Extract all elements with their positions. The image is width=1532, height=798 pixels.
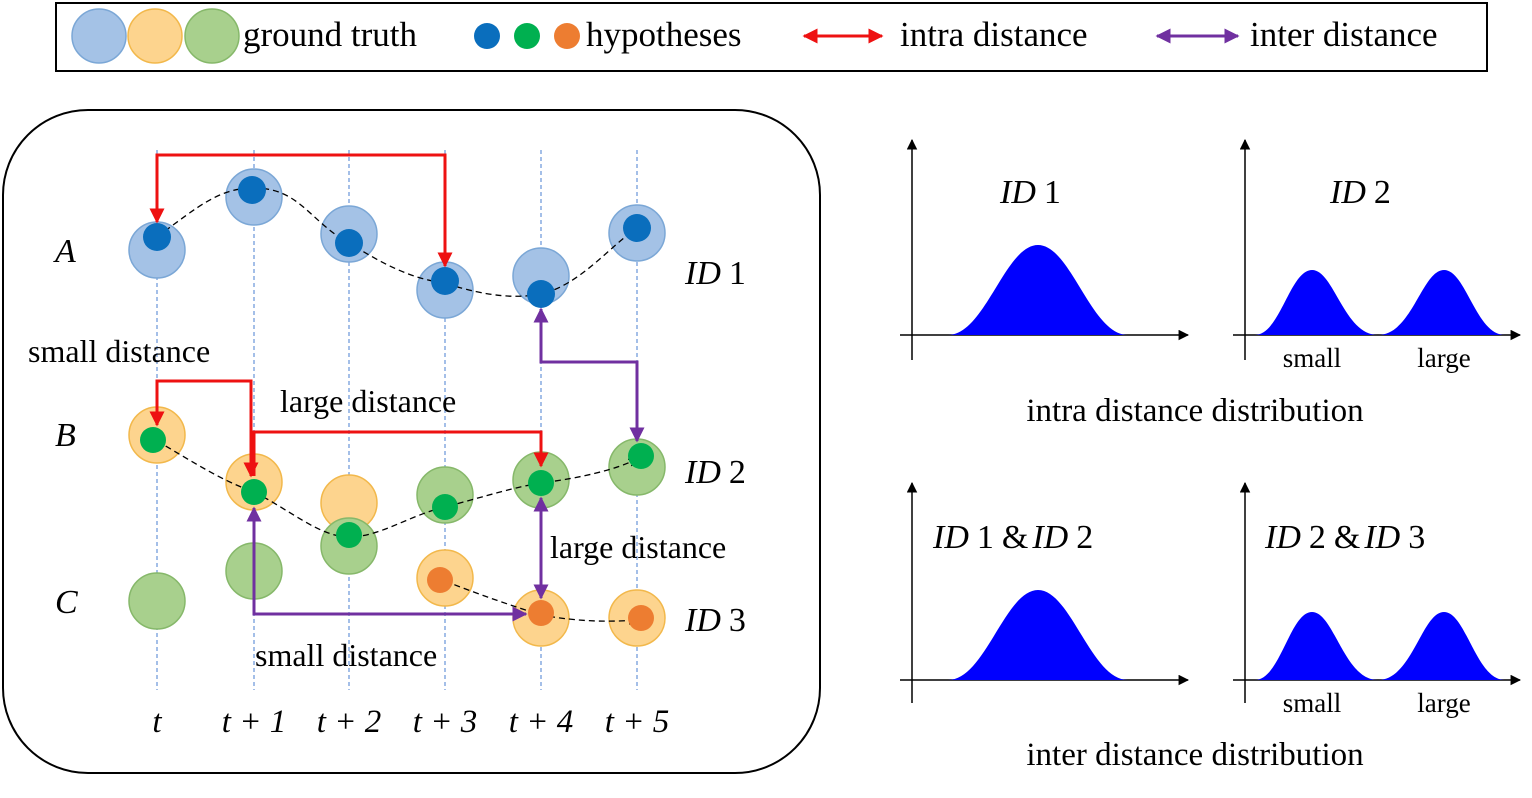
- panel-frame: [2, 109, 821, 774]
- axis-label-small-inter: small: [1283, 688, 1342, 718]
- time-label-t2: t + 2: [317, 704, 381, 740]
- inter-arrow-id2-id3-small: [246, 506, 528, 622]
- curve-inter-id2-id3: [1255, 612, 1505, 680]
- legend-gt-green-circle: [184, 8, 240, 64]
- legend-gt-orange-circle: [127, 8, 183, 64]
- caption-intra-distribution: intra distance distribution: [1026, 393, 1363, 429]
- axis-label-large-inter: large: [1417, 688, 1470, 718]
- time-label-t4: t + 4: [509, 704, 573, 740]
- legend-hyp-green-dot: [514, 23, 540, 49]
- intra-distance-arrows: [149, 153, 549, 478]
- intra-arrow-id2-large: [252, 430, 549, 476]
- legend-hypotheses-label: hypotheses: [586, 15, 742, 54]
- object-label-c: C: [55, 584, 78, 621]
- caption-inter-distribution: inter distance distribution: [1026, 737, 1363, 773]
- time-label-t1: t + 1: [222, 704, 286, 740]
- legend-inter-label: inter distance: [1250, 15, 1438, 54]
- intra-arrow-id1: [149, 153, 453, 268]
- object-label-a: A: [53, 233, 76, 270]
- axis-label-small-intra: small: [1283, 343, 1342, 373]
- curve-intra-id2: [1255, 270, 1505, 335]
- time-labels: t t + 1 t + 2 t + 3 t + 4 t + 5: [152, 704, 669, 740]
- time-label-t3: t + 3: [413, 704, 477, 740]
- object-label-b: B: [55, 417, 76, 454]
- intra-arrow-id2-small: [149, 379, 259, 478]
- legend: ground truth hypotheses intra distance i…: [55, 2, 1488, 72]
- annotation-small-distance-top: small distance: [28, 333, 210, 369]
- annotation-large-distance-top: large distance: [280, 383, 456, 419]
- curve-inter-id1-id2: [948, 590, 1128, 680]
- time-label-t: t: [152, 704, 162, 740]
- legend-gt-blue-circle: [71, 8, 127, 64]
- legend-intra-label: intra distance: [900, 15, 1088, 54]
- axis-label-large-intra: large: [1417, 343, 1470, 373]
- legend-hyp-blue-dot: [474, 23, 500, 49]
- inter-arrow-id1-id2: [533, 307, 645, 443]
- legend-ground-truth-label: ground truth: [243, 15, 418, 54]
- time-label-t5: t + 5: [605, 704, 669, 740]
- curve-intra-id1: [948, 245, 1128, 335]
- annotation-small-distance-bottom: small distance: [255, 637, 437, 673]
- annotation-large-distance-right: large distance: [550, 529, 726, 565]
- inter-distance-arrows: [246, 307, 645, 622]
- legend-frame: [55, 2, 1488, 72]
- legend-hyp-orange-dot: [554, 23, 580, 49]
